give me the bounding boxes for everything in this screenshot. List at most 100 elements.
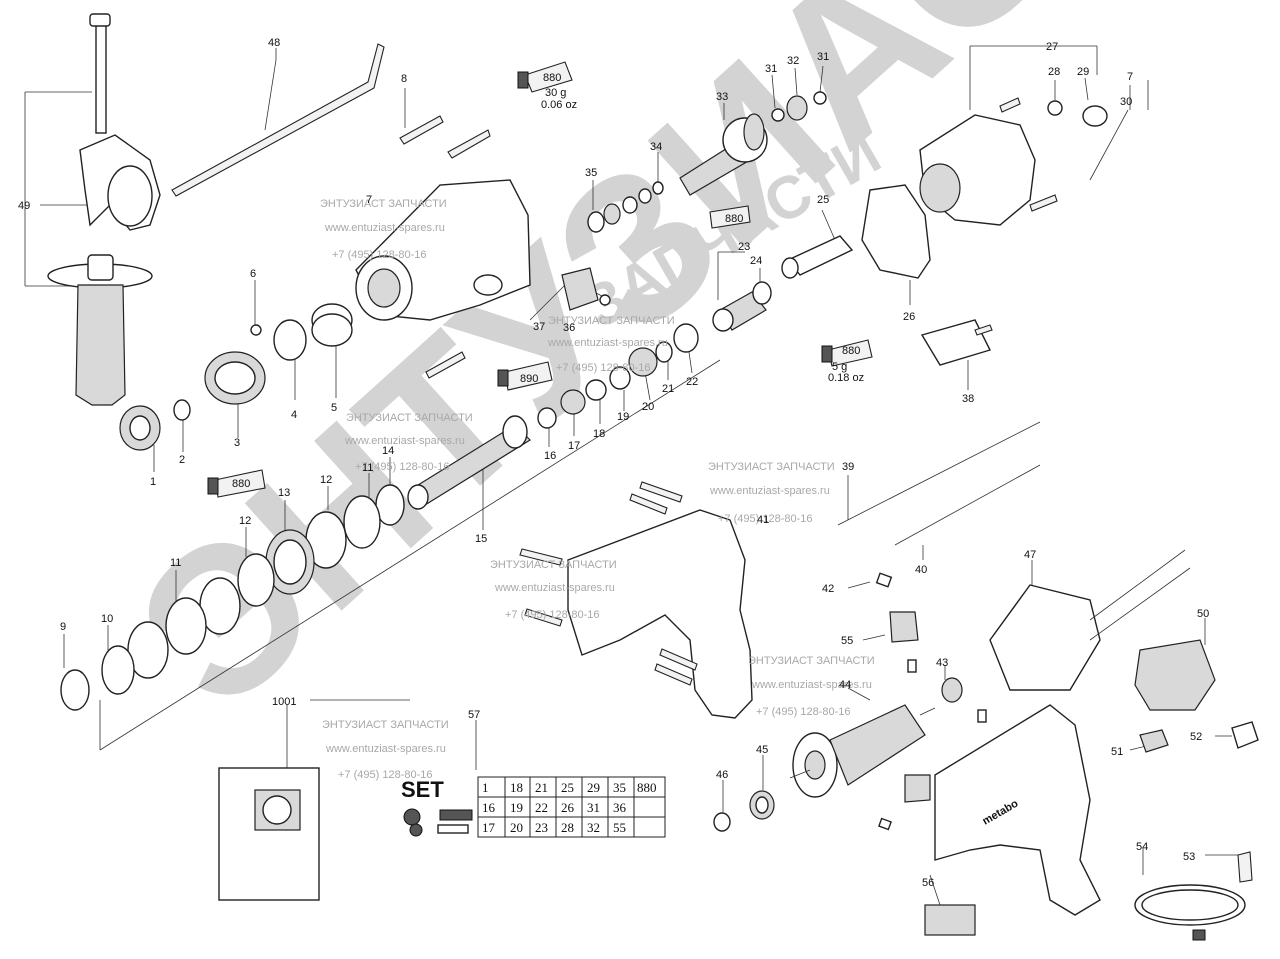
part-number-label: 13	[278, 487, 290, 499]
part-1001-manual	[218, 767, 320, 901]
part-number-label: 42	[822, 583, 834, 595]
grease-tube-top-label: 880	[543, 72, 561, 84]
part-number-label: 31	[765, 63, 777, 75]
wm-site: www.entuziast-spares.ru	[547, 337, 668, 349]
grease-tube-top-oz: 0.06 oz	[541, 99, 577, 111]
part-number-label: 27	[1046, 41, 1058, 53]
part-number-label: 28	[1048, 66, 1060, 78]
part-number-label: 16	[544, 450, 556, 462]
part-number-label: 7	[1127, 71, 1133, 83]
part-number-label: 18	[593, 428, 605, 440]
grease-tube-890-label: 890	[520, 373, 538, 385]
part-45-46-bearings	[713, 790, 775, 832]
wm-site: www.entuziast-spares.ru	[325, 743, 446, 755]
part-number-label: 26	[903, 311, 915, 323]
set-cell: 32	[587, 820, 600, 835]
part-number-label: 33	[716, 91, 728, 103]
watermark-box: ЭНТУЗИАСТ ЗАПЧАСТИ www.entuziast-spares.…	[547, 315, 675, 374]
watermark-box: ЭНТУЗИАСТ ЗАПЧАСТИ www.entuziast-spares.…	[748, 655, 875, 718]
part-41-housing-half	[519, 481, 753, 719]
part-number-label: 35	[585, 167, 597, 179]
grease-tube-top: 880 30 g 0.06 oz	[517, 61, 577, 111]
part-36-37-switch	[561, 267, 611, 311]
part-23-25-impact: 880 5 g 0.18 oz	[712, 235, 873, 384]
part-39-40-wires	[837, 421, 1041, 546]
part-50-switch	[1134, 639, 1216, 711]
drill-assembled-view: metabo	[878, 704, 1101, 916]
part-33-35-gear-set: 880	[587, 91, 827, 233]
part-51-52	[1139, 721, 1259, 753]
wm-phone: +7 (495) 128-80-16	[556, 362, 650, 374]
set-cell: 23	[535, 820, 548, 835]
grease-tube-right-label: 880	[842, 345, 860, 357]
part-number-label: 22	[686, 376, 698, 388]
set-cell: 25	[561, 780, 574, 795]
part-number-label: 34	[650, 141, 662, 153]
part-number-label: 38	[962, 393, 974, 405]
part-number-label: 11	[362, 462, 373, 474]
grease-tube-890: 890	[497, 361, 553, 391]
part-42-55-43	[875, 572, 987, 723]
part-number-label: 31	[817, 51, 829, 63]
wm-company: ЭНТУЗИАСТ ЗАПЧАСТИ	[346, 412, 473, 424]
watermark-box: ЭНТУЗИАСТ ЗАПЧАСТИ www.entuziast-spares.…	[322, 719, 449, 781]
wm-company: ЭНТУЗИАСТ ЗАПЧАСТИ	[320, 198, 447, 210]
set-cell: 55	[613, 820, 626, 835]
wm-site: www.entuziast-spares.ru	[324, 222, 445, 234]
set-cell: 880	[637, 780, 657, 795]
wm-phone: +7 (495) 128-80-16	[332, 249, 426, 261]
set-cell: 18	[510, 780, 523, 795]
grease-tube-right-oz: 0.18 oz	[828, 372, 864, 384]
wm-site: www.entuziast-spares.ru	[344, 435, 465, 447]
set-cell: 19	[510, 800, 523, 815]
wm-phone: +7 (495) 128-80-16	[718, 513, 812, 525]
part-48-depth-rod	[171, 43, 385, 197]
part-44-armature	[789, 704, 936, 798]
part-number-label: 15	[475, 533, 487, 545]
part-number-label: 1001	[272, 696, 296, 708]
part-number-label: 6	[250, 268, 256, 280]
grease-tube-left-label: 880	[232, 478, 250, 490]
part-27-motor-housing	[919, 97, 1108, 226]
part-26-gasket	[861, 184, 931, 279]
part-number-label: 29	[1077, 66, 1089, 78]
grease-tube-right-weight: 5 g	[832, 361, 847, 373]
part-number-label: 2	[179, 454, 185, 466]
wm-phone: +7 (495) 128-80-16	[338, 769, 432, 781]
set-cell: 35	[613, 780, 626, 795]
grease-tube-top-weight: 30 g	[545, 87, 566, 99]
part-number-label: 51	[1111, 746, 1123, 758]
part-number-label: 20	[642, 401, 654, 413]
set-cell: 36	[613, 800, 627, 815]
wm-phone: +7 (495) 128-80-16	[505, 609, 599, 621]
part-number-label: 1	[150, 476, 156, 488]
part-number-label: 55	[841, 635, 853, 647]
part-number-label: 30	[1120, 96, 1132, 108]
set-cell: 26	[561, 800, 575, 815]
part-number-label: 46	[716, 769, 728, 781]
part-15-spindle	[407, 415, 531, 510]
part-number-label: 44	[839, 679, 851, 691]
wm-site: www.entuziast-spares.ru	[494, 582, 615, 594]
part-number-label: 50	[1197, 608, 1209, 620]
part-number-labels: 1234567789101111121213141516171819202122…	[18, 37, 1209, 889]
part-number-label: 9	[60, 621, 66, 633]
part-7-gear-housing	[355, 179, 531, 321]
part-number-label: 41	[757, 514, 769, 526]
part-56-label-plate	[924, 904, 976, 936]
part-number-label: 10	[101, 613, 113, 625]
part-47-stator	[989, 549, 1191, 691]
part-number-label: 19	[617, 411, 629, 423]
wm-phone: +7 (495) 128-80-16	[756, 706, 850, 718]
set-grid	[477, 776, 666, 838]
part-number-label: 25	[817, 194, 829, 206]
watermark-box: ЭНТУЗИАСТ ЗАПЧАСТИ www.entuziast-spares.…	[490, 559, 617, 621]
part-number-label: 49	[18, 200, 30, 212]
part-number-label: 39	[842, 461, 854, 473]
part-number-label: 8	[401, 73, 407, 85]
set-cell: 20	[510, 820, 523, 835]
part-rings-9-14	[60, 484, 405, 711]
part-number-label: 52	[1190, 731, 1202, 743]
part-number-label: 36	[563, 322, 575, 334]
set-cell: 17	[482, 820, 496, 835]
